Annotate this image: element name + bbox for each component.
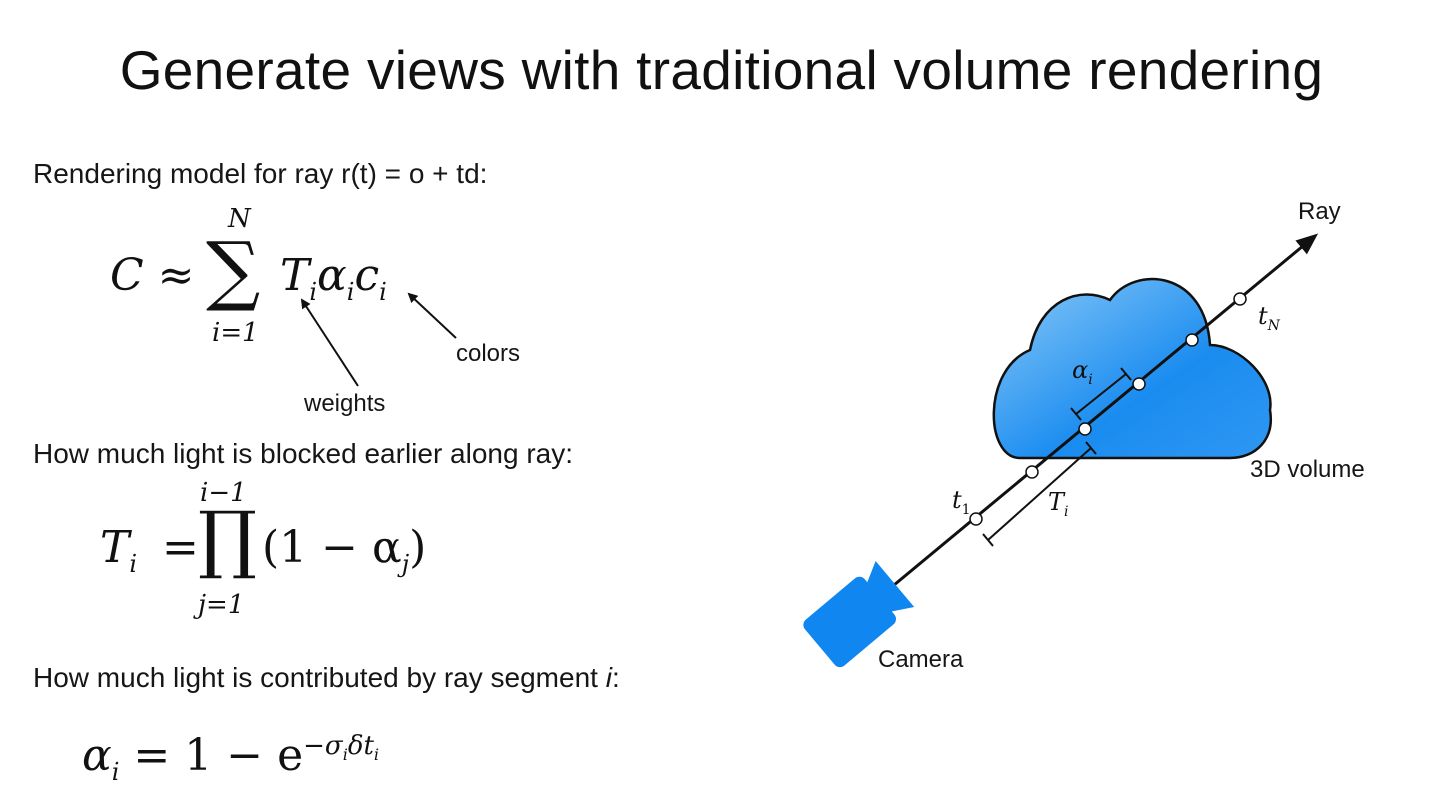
colors-annotation: colors <box>456 340 521 367</box>
eq1-c: c <box>354 250 380 301</box>
eq1-body: Tiαici <box>280 250 387 306</box>
sample-point <box>1132 377 1146 391</box>
eq2-prod-upper: i−1 <box>200 478 247 508</box>
contributed-light-text: How much light is contributed by ray seg… <box>33 662 620 694</box>
cloud-volume <box>992 277 1273 460</box>
eq1-lhs: C ≈ <box>110 250 195 301</box>
Ti-var: T <box>1048 488 1065 516</box>
eq1-alpha-sub: i <box>346 277 355 306</box>
eq3-alpha: α <box>82 730 112 781</box>
alpha-i-label: αi <box>1072 356 1093 388</box>
eq2-lhs: Ti <box>100 522 137 578</box>
rendering-model-text: Rendering model for ray r(t) = o + td: <box>33 158 488 189</box>
colors-arrow <box>407 292 457 339</box>
eq1-T-sub: i <box>309 277 318 306</box>
eq3-rhs: = 1 − e <box>133 730 304 781</box>
eq1-alpha: α <box>317 250 347 301</box>
eq3-exp-sub2: i <box>373 745 380 765</box>
Ti-sub: i <box>1064 503 1069 520</box>
Ti-label: Ti <box>1048 488 1069 520</box>
tN-label: tN <box>1258 302 1280 334</box>
t1-label: t1 <box>952 486 971 518</box>
contributed-text-prefix: How much light is contributed by ray seg… <box>33 662 606 693</box>
alpha-segment-bracket <box>1070 367 1132 421</box>
eq2-body-sub: j <box>401 549 410 578</box>
sum-symbol: ∑ <box>206 225 261 314</box>
weights-arrow <box>300 298 359 387</box>
eq3-exp-sub1: i <box>342 745 348 765</box>
blocked-light-text: How much light is blocked earlier along … <box>33 438 574 469</box>
eq1-c-sub: i <box>379 277 387 306</box>
eq2-T-sub: i <box>129 549 138 578</box>
eq2-body-close: ) <box>409 522 427 573</box>
eq2-body: (1 − αj) <box>262 522 426 578</box>
eq1-T: T <box>280 250 310 301</box>
ray-label: Ray <box>1298 198 1341 225</box>
camera-icon <box>803 561 915 668</box>
contributed-text-suffix: : <box>611 662 620 693</box>
alpha-var: α <box>1072 356 1089 384</box>
eq2-equals: = <box>162 522 199 573</box>
product-symbol: ∏ <box>198 496 257 582</box>
volume-label: 3D volume <box>1250 456 1365 483</box>
eq2-prod-lower: j=1 <box>198 590 245 620</box>
tN-sub: N <box>1267 317 1280 334</box>
eq1-sum-upper: N <box>228 204 251 234</box>
sample-point <box>1078 422 1092 436</box>
eq1-sum-lower: i=1 <box>212 318 259 348</box>
eq3-exp-mid: δt <box>347 731 374 762</box>
t1-sub: 1 <box>961 501 971 518</box>
eq2-T: T <box>100 522 130 573</box>
eq3-alpha-sub: i <box>111 757 120 786</box>
sample-point-tN <box>1233 292 1247 306</box>
tN-var: t <box>1258 302 1268 330</box>
eq2-body-open: (1 − α <box>262 522 402 573</box>
weights-annotation: weights <box>304 390 386 417</box>
contributed-text-var: i <box>605 662 612 693</box>
eq3-exponent: −σ <box>303 731 343 762</box>
sample-point <box>1025 465 1039 479</box>
equation-alpha: αi = 1 − e−σiδti <box>82 730 379 786</box>
transmittance-bracket <box>982 441 1097 547</box>
sample-point <box>1185 333 1199 347</box>
slide-title: Generate views with traditional volume r… <box>119 39 1324 101</box>
sample-point-t1 <box>969 512 983 526</box>
camera-label: Camera <box>878 646 964 673</box>
t1-var: t <box>952 486 962 514</box>
alpha-sub: i <box>1088 371 1093 388</box>
